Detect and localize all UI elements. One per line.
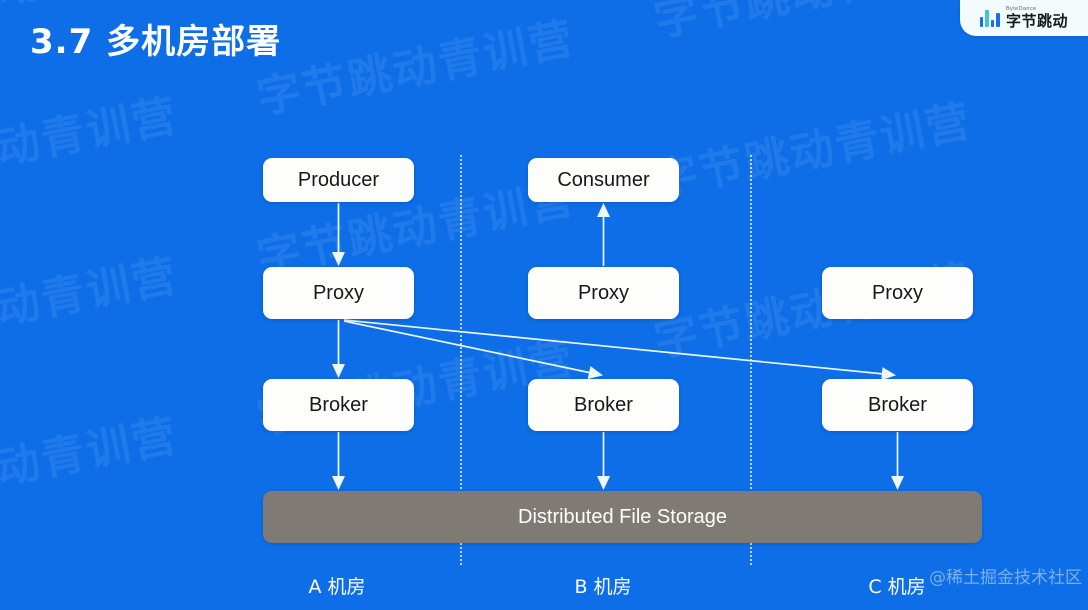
watermark-text: 字节跳动青训营 (650, 95, 976, 208)
node-producer-a[interactable]: Producer (263, 158, 414, 202)
watermark-text: 字节跳动青训营 (253, 12, 579, 125)
node-broker-c[interactable]: Broker (822, 379, 973, 431)
page-title: 3.7 多机房部署 (30, 22, 282, 62)
watermark-text: 字节跳动青训营 (648, 0, 976, 49)
logo-chinese-text: 字节跳动 (1005, 12, 1068, 31)
arrow-proxy-a-to-broker-c (343, 319, 897, 381)
bytedance-logo: ByteDance 字节跳动 (960, 0, 1088, 36)
node-proxy-a[interactable]: Proxy (263, 267, 414, 319)
corner-watermark: @稀土掘金技术社区 (929, 568, 1082, 588)
node-proxy-c[interactable]: Proxy (822, 267, 973, 319)
zone-label-b: B 机房 (574, 576, 632, 598)
watermark-text: 字节跳动青训营 (0, 409, 182, 522)
node-proxy-b[interactable]: Proxy (528, 267, 679, 319)
zone-label-a: A 机房 (308, 576, 366, 598)
arrow-proxy-a-to-broker-b (343, 320, 603, 379)
bar-chart-icon (979, 9, 1000, 27)
distributed-file-storage-bar[interactable]: Distributed File Storage (263, 491, 982, 543)
node-broker-a[interactable]: Broker (263, 379, 414, 431)
watermark-text: 字节跳动青训营 (0, 249, 182, 362)
node-consumer-b[interactable]: Consumer (528, 158, 679, 202)
logo-english-text: ByteDance (1005, 5, 1037, 12)
zone-label-c: C 机房 (868, 576, 926, 598)
node-broker-b[interactable]: Broker (528, 379, 679, 431)
watermark-text: 字节跳动青训营 (0, 89, 182, 202)
